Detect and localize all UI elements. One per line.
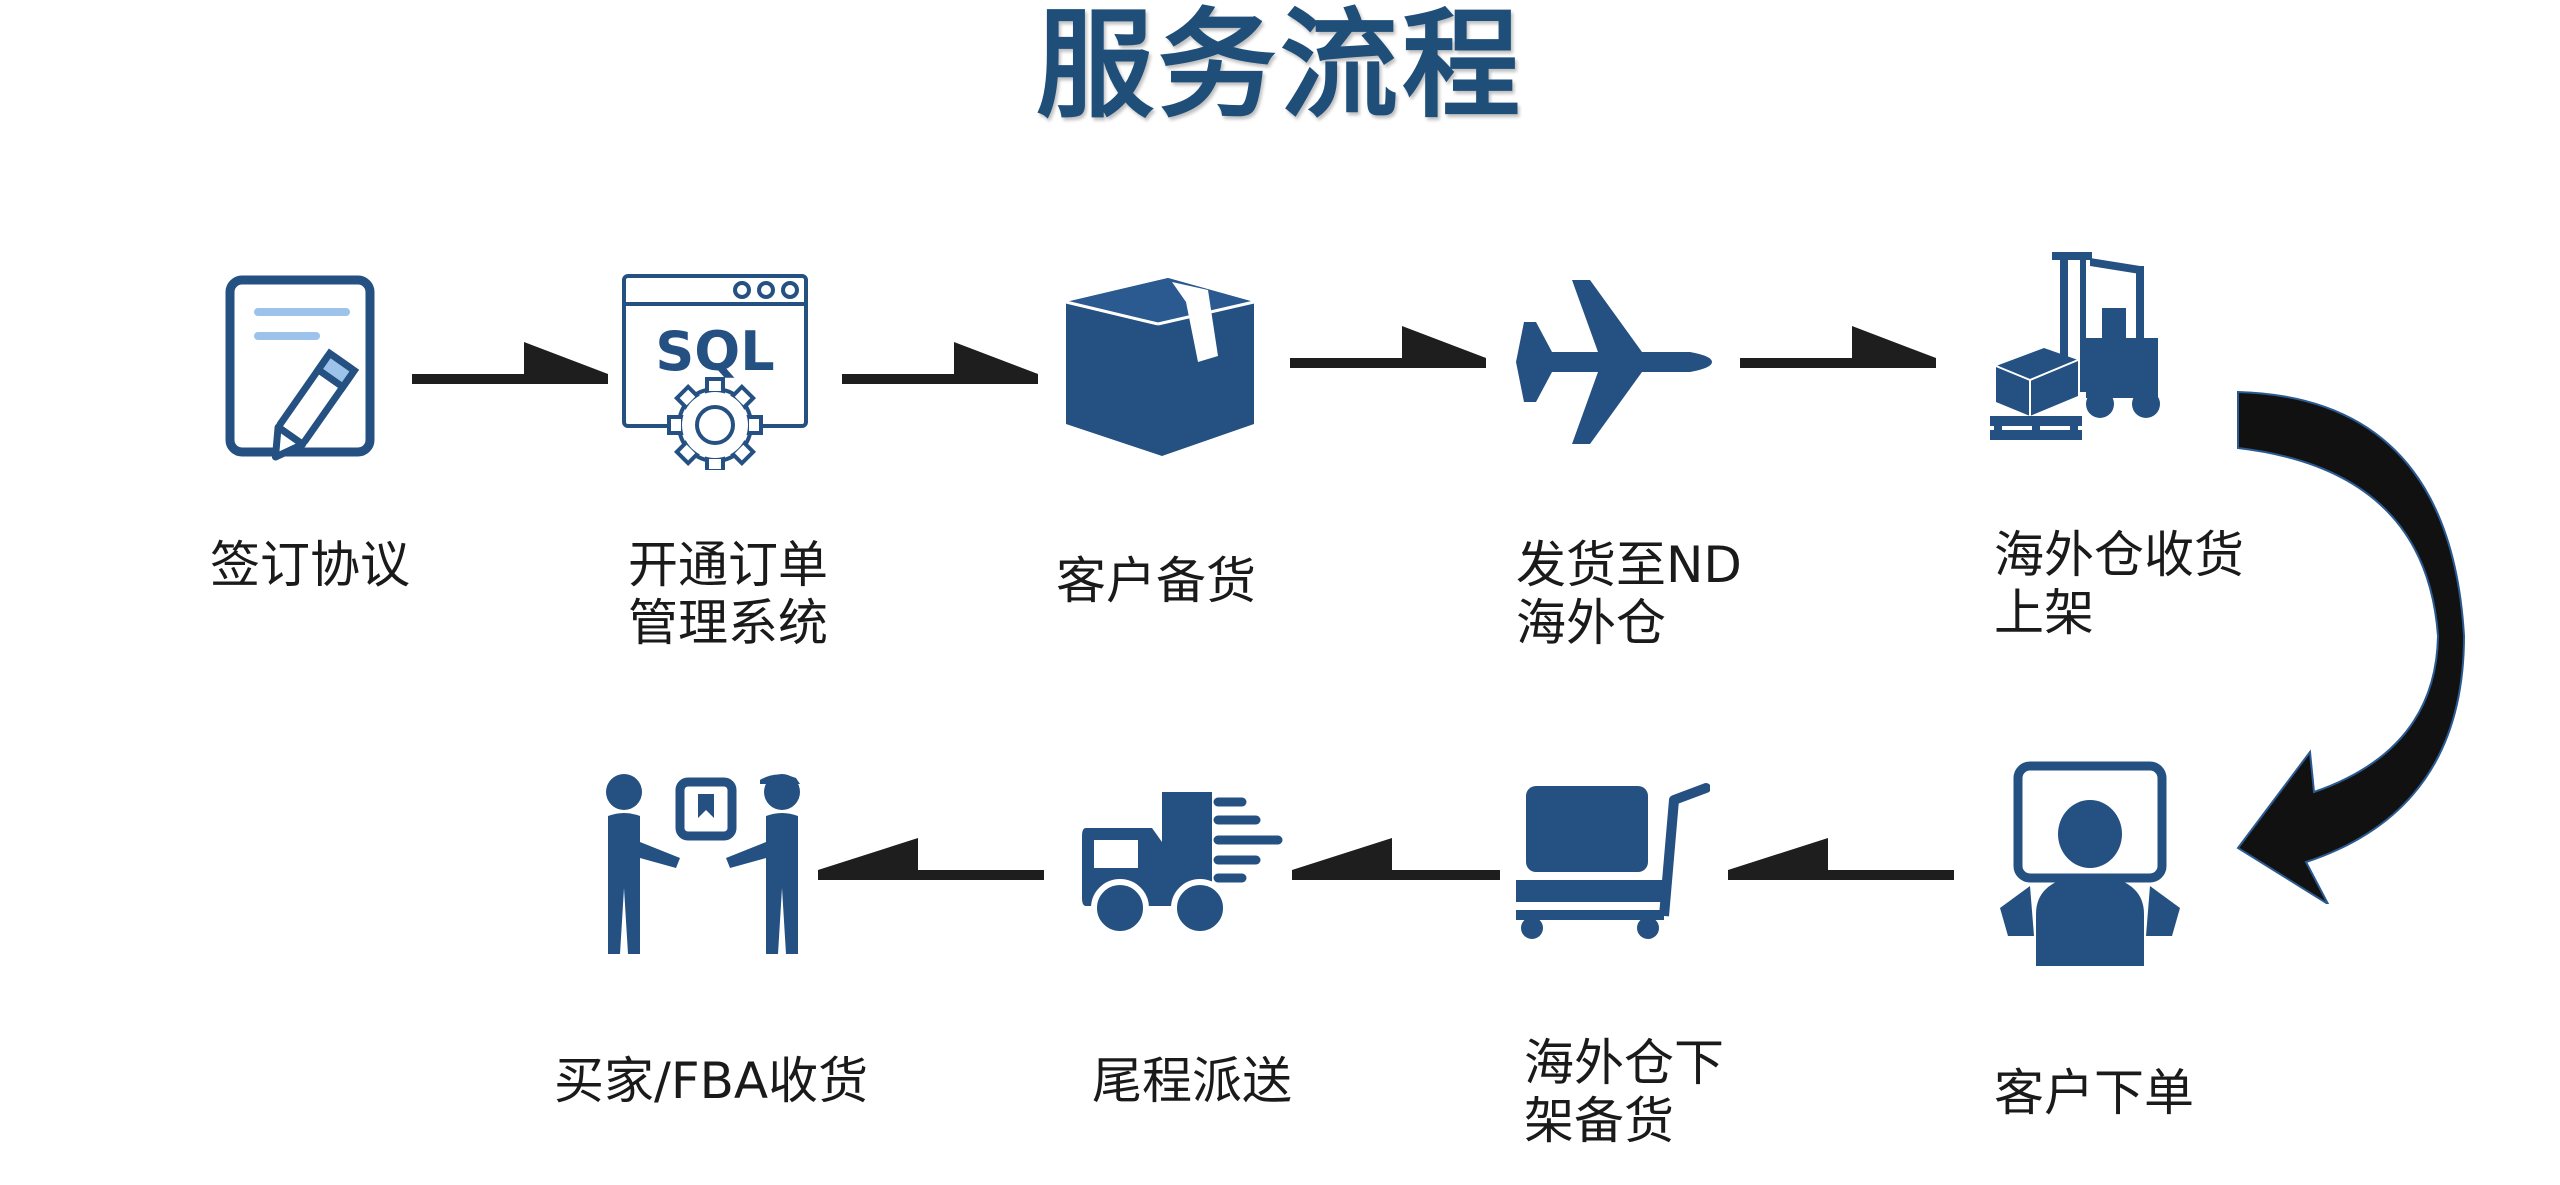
cart-icon: [1510, 780, 1710, 940]
flow-arrow-7: [818, 830, 1044, 880]
step-label-3: 客户备货: [1056, 552, 1256, 610]
box-icon: [1058, 272, 1258, 462]
sql-gear-icon: SQL: [620, 270, 810, 470]
flow-arrow-4: [1740, 318, 1936, 368]
truck-icon: [1082, 788, 1292, 936]
document-sign-icon: [222, 272, 390, 462]
curved-flow-arrow: [2236, 390, 2470, 904]
step-label-9: 买家/FBA收货: [554, 1052, 869, 1110]
sql-text: SQL: [655, 320, 774, 383]
step-label-7: 海外仓下 架备货: [1524, 1034, 1724, 1150]
customer-computer-icon: [2000, 760, 2180, 966]
page-title: 服务流程: [1035, 0, 1524, 134]
step-label-5: 海外仓收货 上架: [1994, 526, 2244, 642]
step-label-8: 尾程派送: [1092, 1052, 1292, 1110]
flow-arrow-3: [1290, 318, 1486, 368]
handover-icon: [600, 772, 806, 956]
step-label-1: 签订协议: [210, 536, 410, 594]
flow-arrow-5: [1728, 830, 1954, 880]
airplane-icon: [1512, 280, 1712, 444]
step-label-2: 开通订单 管理系统: [628, 536, 828, 652]
step-label-4: 发货至ND 海外仓: [1516, 536, 1742, 652]
flow-arrow-1: [412, 334, 608, 384]
forklift-icon: [1990, 248, 2162, 444]
flow-arrow-2: [842, 334, 1038, 384]
step-label-6: 客户下单: [1994, 1064, 2194, 1122]
flow-arrow-6: [1292, 830, 1500, 880]
